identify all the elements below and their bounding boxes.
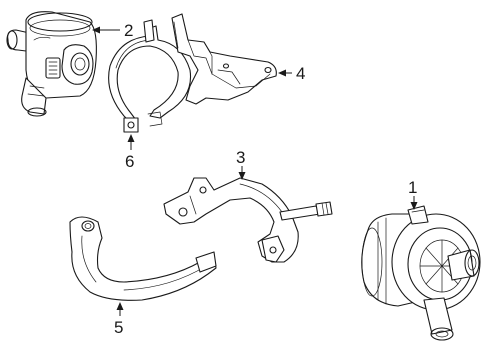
callout-6: 6 (125, 134, 135, 171)
part-6-clamp-band (108, 19, 192, 133)
callout-label-5: 5 (114, 318, 123, 337)
callout-2: 2 (92, 21, 133, 40)
callout-4: 4 (278, 64, 305, 83)
callout-label-6: 6 (125, 152, 134, 171)
callout-3: 3 (236, 148, 246, 180)
callout-5: 5 (114, 302, 124, 337)
part-5-strap (69, 216, 217, 301)
callout-label-1: 1 (408, 178, 417, 197)
callout-label-4: 4 (296, 64, 305, 83)
callout-1: 1 (408, 178, 418, 210)
part-2-auxiliary-pump (6, 11, 97, 117)
part-3-bracket-sensor (163, 177, 333, 263)
part-4-bracket (171, 13, 277, 105)
callout-label-2: 2 (124, 21, 133, 40)
part-1-electric-water-pump (361, 205, 481, 341)
callout-label-3: 3 (236, 148, 245, 167)
